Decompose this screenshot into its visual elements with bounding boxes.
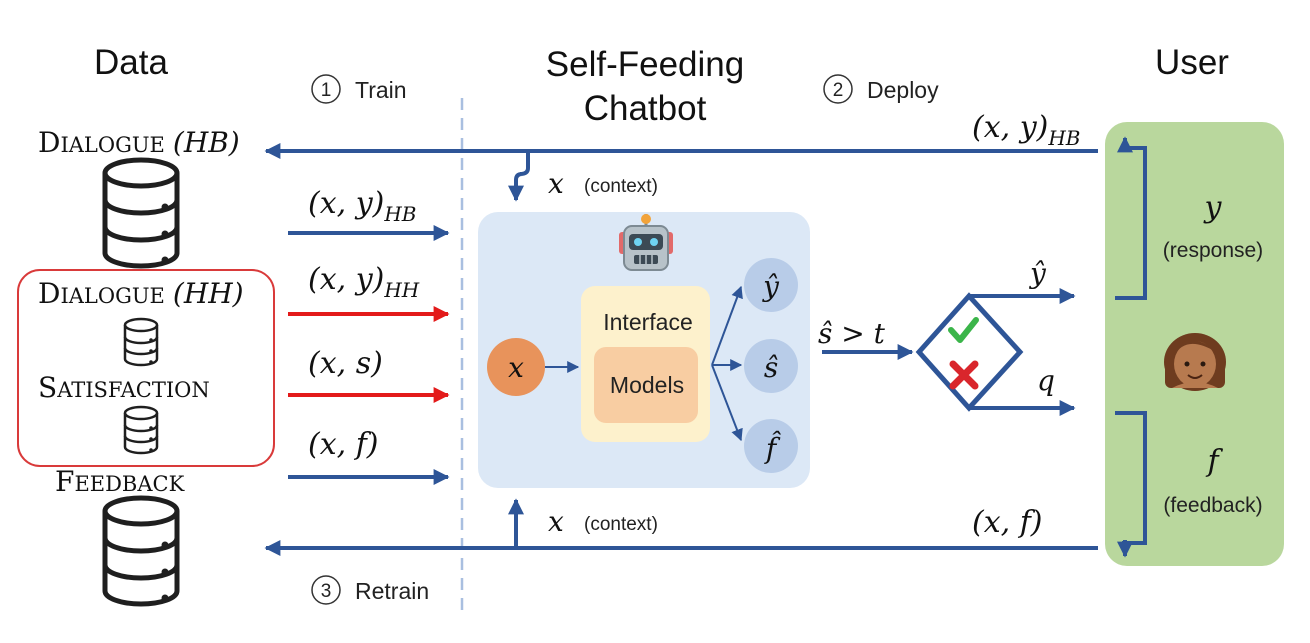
dataset-label-dialogue-hh: DIALOGUE(HH) [38,277,244,310]
context-label-top: (context) [584,176,658,197]
models-label: Models [610,372,684,398]
step-number-circle [311,575,341,605]
step-deploy: 2 Deploy [823,74,939,104]
chatbot-header-line1: Self-Feeding [546,45,744,84]
arrow-context-into-chatbot [508,151,530,202]
step-label: Deploy [867,77,939,103]
user-label-feedback: (feedback) [1163,494,1262,517]
input-var: x [508,351,524,384]
output-var-s-hat: ŝ [764,351,778,384]
step-number-circle [311,74,341,104]
step-number-circle [823,74,853,104]
chatbot-header-line2: Chatbot [584,89,707,128]
data-header: Data [94,43,168,82]
cross-icon [949,360,979,390]
dataset-label-dialogue-hb: DIALOGUE(HB) [38,126,240,159]
user-label-xf: (x, f) [972,505,1043,540]
database-icon-satisfaction [123,405,159,455]
step-label: Train [355,77,407,103]
database-icon-dialogue-hb [105,160,177,266]
context-label-bottom: (context) [584,514,658,535]
step-number: 2 [833,80,844,101]
output-var-y-hat: ŷ [761,270,780,303]
arrow-to-f-hat [711,364,743,442]
decision-out-q: q [1037,364,1055,397]
step-number: 3 [321,581,332,602]
dataset-label-feedback: FEEDBACK [55,465,185,498]
step-number: 1 [321,80,332,101]
interface-label: Interface [603,309,693,335]
human-human-group-box [17,269,275,467]
user-var-y: y [1203,190,1223,225]
decision-condition: ŝ > t [818,317,886,350]
output-node-s-hat [744,339,798,393]
decision-out-y-hat: ŷ [1028,257,1047,290]
context-var-bottom: x [548,505,564,538]
step-label: Retrain [355,578,429,604]
decision-diamond [915,292,1024,412]
models-box [594,347,698,423]
train-label-xs: (x, s) [308,346,383,381]
check-icon [948,317,979,343]
database-icon-dialogue-hh [123,317,159,367]
database-icon-feedback [105,498,177,604]
step-train: 1 Train [311,74,407,104]
train-label-xy-hh: (x, y)HH [308,262,420,302]
step-retrain: 3 Retrain [311,575,429,605]
output-node-f-hat [744,419,798,473]
context-var-top: x [548,167,564,200]
user-header: User [1155,43,1229,82]
robot-icon [619,214,673,271]
user-label-xy-hb: (x, y)HB [972,110,1081,150]
dataset-label-satisfaction: SATISFACTION [38,371,210,404]
train-label-xy-hb: (x, y)HB [308,186,417,226]
arrow-to-y-hat [711,285,743,366]
input-node [487,338,545,396]
user-woman-icon [1164,333,1226,391]
user-label-response: (response) [1163,239,1263,262]
train-label-xf: (x, f) [308,427,379,462]
output-node-y-hat [744,258,798,312]
